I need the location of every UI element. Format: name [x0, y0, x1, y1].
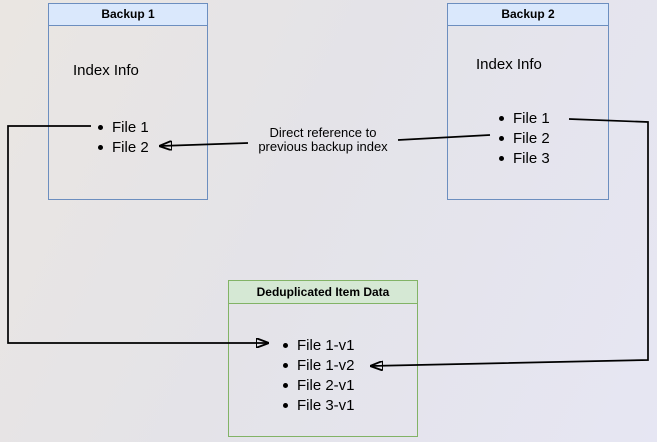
list-item: File 1	[98, 117, 149, 137]
dedup-file-list: File 1-v1 File 1-v2 File 2-v1 File 3-v1	[283, 335, 355, 415]
node-backup-2-subtitle: Index Info	[476, 56, 542, 73]
list-item: File 2	[98, 137, 149, 157]
list-item: File 1	[499, 108, 550, 128]
bullet-icon	[283, 342, 288, 348]
bullet-icon	[283, 402, 288, 408]
node-backup-1: Backup 1 Index Info File 1 File 2	[48, 3, 208, 200]
bullet-icon	[283, 362, 288, 368]
node-backup-1-title: Backup 1	[49, 4, 207, 26]
bullet-icon	[499, 155, 504, 161]
file-label: File 2	[513, 129, 550, 147]
file-label: File 3-v1	[297, 396, 355, 414]
backup-1-file-list: File 1 File 2	[98, 117, 149, 157]
bullet-icon	[98, 124, 103, 130]
file-label: File 1	[112, 118, 149, 136]
backup-2-file-list: File 1 File 2 File 3	[499, 108, 550, 168]
edge-label-direct-reference: Direct reference to previous backup inde…	[223, 126, 423, 154]
node-dedup-item-data: Deduplicated Item Data File 1-v1 File 1-…	[228, 280, 418, 437]
node-backup-1-subtitle: Index Info	[73, 62, 139, 79]
node-dedup-title: Deduplicated Item Data	[229, 281, 417, 304]
file-label: File 1	[513, 109, 550, 127]
list-item: File 1-v2	[283, 355, 355, 375]
bullet-icon	[499, 115, 504, 121]
node-backup-2: Backup 2 Index Info File 1 File 2 File 3	[447, 3, 609, 200]
list-item: File 2	[499, 128, 550, 148]
file-label: File 1-v2	[297, 356, 355, 374]
list-item: File 1-v1	[283, 335, 355, 355]
file-label: File 2	[112, 138, 149, 156]
file-label: File 3	[513, 149, 550, 167]
list-item: File 2-v1	[283, 375, 355, 395]
bullet-icon	[499, 135, 504, 141]
file-label: File 2-v1	[297, 376, 355, 394]
bullet-icon	[283, 382, 288, 388]
edge-label-line1: Direct reference to	[269, 125, 377, 140]
file-label: File 1-v1	[297, 336, 355, 354]
node-backup-2-title: Backup 2	[448, 4, 608, 26]
edge-label-line2: previous backup index	[258, 139, 388, 154]
list-item: File 3-v1	[283, 395, 355, 415]
list-item: File 3	[499, 148, 550, 168]
bullet-icon	[98, 144, 103, 150]
